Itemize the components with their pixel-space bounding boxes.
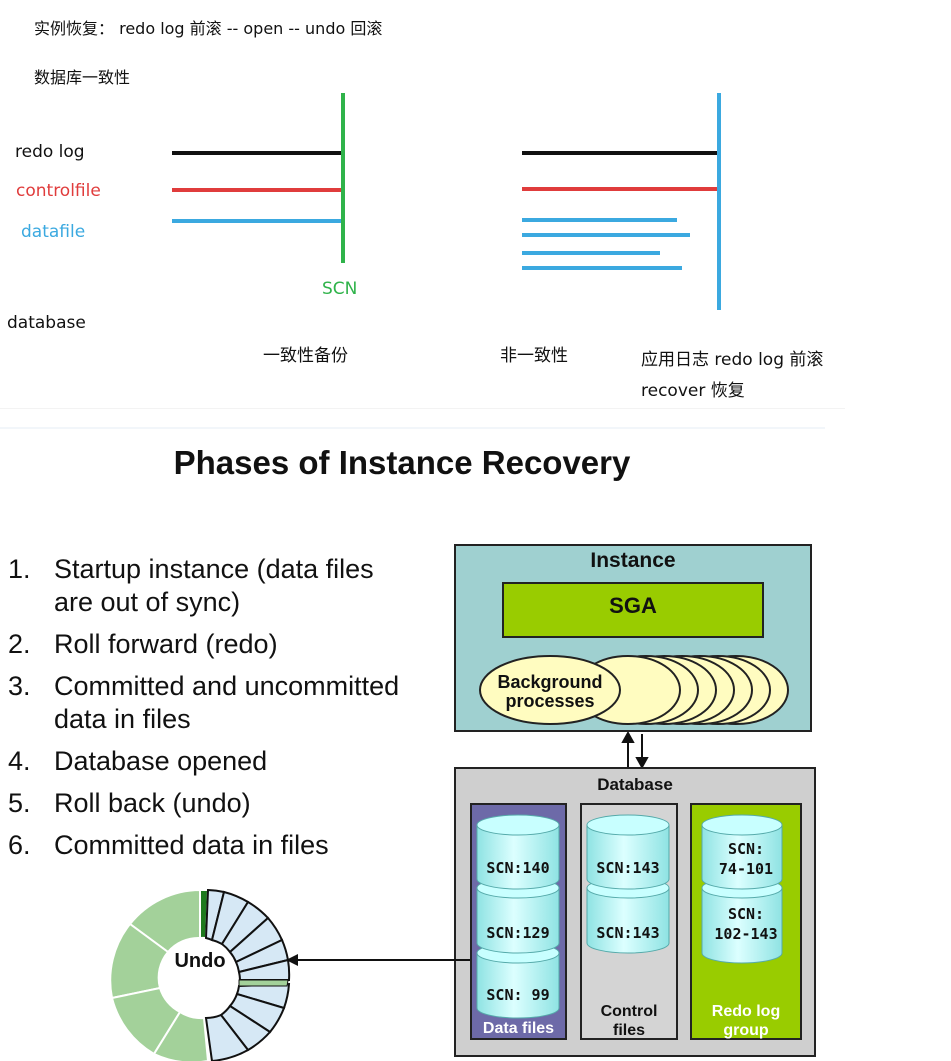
label-datafile: datafile (21, 222, 86, 242)
step-item: 5. Roll back (undo) (8, 787, 399, 820)
section-divider (0, 427, 825, 429)
step-item: 4. Database opened (8, 745, 399, 778)
step-text-continued: data in files (54, 704, 191, 734)
step-text: Committed data in files (54, 830, 329, 860)
redo-log-scn: SCN: 74-101 (696, 839, 796, 879)
recovery-steps-list: 1. Startup instance (data files are out … (8, 553, 399, 871)
label-scn: SCN (322, 279, 358, 299)
step-text-continued: are out of sync) (54, 587, 241, 617)
caption-apply-log: 应用日志 redo log 前滚 (641, 350, 824, 370)
inconsistent-datafile-line-2 (522, 233, 690, 237)
redo-log-cylinder (701, 814, 783, 890)
consistency-illustration: 实例恢复： redo log 前滚 -- open -- undo 回滚 数据库… (0, 0, 845, 409)
undo-segment (238, 979, 289, 987)
step-number: 6. (8, 830, 31, 860)
consistent-redo-line (172, 151, 344, 155)
data-files-label: Data files (482, 1020, 555, 1037)
label-database: database (7, 313, 86, 333)
control-files-label-line1: Control (600, 1003, 658, 1020)
inconsistent-datafile-line-4 (522, 266, 682, 270)
redo-log-group-label: Redo log group (690, 1002, 802, 1040)
inconsistent-redo-line (522, 151, 718, 155)
step-number: 3. (8, 671, 31, 701)
redo-label-line1: Redo log (711, 1003, 781, 1020)
caption-inconsistent: 非一致性 (500, 346, 568, 366)
control-file-scn: SCN:143 (596, 924, 660, 942)
process-ellipse-front (479, 655, 621, 725)
undo-segment-blue (204, 1013, 250, 1061)
step-text: Roll forward (redo) (54, 629, 278, 659)
undo-label: Undo (174, 950, 226, 972)
instance-database-arrows (621, 732, 649, 768)
background-label-line1: Background (497, 672, 603, 692)
background-processes-label: Background processes (482, 673, 618, 711)
data-file-cylinder (476, 814, 560, 890)
db-consistency-heading: 数据库一致性 (34, 68, 131, 87)
redo-scn-label: SCN: (727, 905, 765, 923)
control-files-label: Control files (580, 1002, 678, 1040)
label-redo-log: redo log (15, 142, 85, 162)
data-file-scn: SCN:129 (486, 924, 550, 942)
step-item: 2. Roll forward (redo) (8, 628, 399, 661)
scn-marker-line (341, 93, 345, 263)
step-text: Startup instance (data files (54, 554, 374, 584)
redo-scn-range: 74-101 (718, 860, 774, 878)
data-file-scn: SCN: 99 (486, 986, 550, 1004)
step-number: 5. (8, 788, 31, 818)
inconsistent-datafile-line-1 (522, 218, 677, 222)
caption-recover: recover 恢复 (641, 381, 745, 401)
background-processes-graphic (479, 655, 789, 725)
sga-label: SGA (609, 593, 657, 618)
sga-box (502, 582, 764, 638)
step-item: 3. Committed and uncommitted data in fil… (8, 670, 399, 736)
inconsistent-controlfile-line (522, 187, 718, 191)
undo-segment (152, 1010, 210, 1061)
redo-scn-range: 102-143 (714, 925, 778, 943)
label-controlfile: controlfile (16, 181, 101, 201)
instance-recovery-summary: 实例恢复： redo log 前滚 -- open -- undo 回滚 (34, 19, 383, 38)
data-to-undo-arrow (286, 954, 470, 966)
instance-label: Instance (590, 549, 676, 572)
redo-log-scn: SCN: 102-143 (696, 904, 796, 944)
diagram-title: Phases of Instance Recovery (173, 444, 631, 481)
undo-segment-ring (109, 888, 291, 1061)
control-file-scn: SCN:143 (596, 859, 660, 877)
data-file-cylinder (476, 942, 560, 1019)
apply-log-marker-line (717, 93, 721, 310)
inconsistent-datafile-line-3 (522, 251, 660, 255)
consistent-datafile-line (172, 219, 344, 223)
step-number: 1. (8, 554, 31, 584)
background-label-line2: processes (505, 691, 595, 711)
database-label: Database (597, 775, 673, 794)
data-file-scn: SCN:140 (486, 859, 550, 877)
step-text: Database opened (54, 746, 268, 776)
step-number: 2. (8, 629, 31, 659)
step-item: 1. Startup instance (data files are out … (8, 553, 399, 619)
redo-scn-label: SCN: (727, 840, 765, 858)
control-file-cylinder (586, 814, 670, 890)
control-files-label-line2: files (612, 1022, 645, 1039)
redo-label-line2: group (723, 1022, 769, 1039)
step-text: Committed and uncommitted (54, 671, 400, 701)
step-text: Roll back (undo) (54, 788, 251, 818)
caption-consistent-backup: 一致性备份 (263, 346, 348, 366)
consistent-controlfile-line (172, 188, 344, 192)
step-number: 4. (8, 746, 31, 776)
file-cylinders (476, 814, 783, 1019)
step-item: 6. Committed data in files (8, 829, 399, 862)
